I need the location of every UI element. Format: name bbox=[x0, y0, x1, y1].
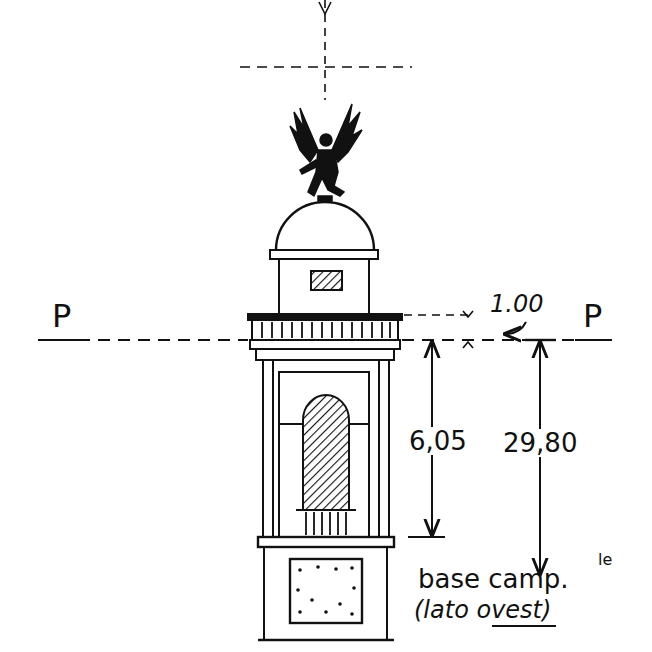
section-mark: P bbox=[583, 300, 602, 332]
angel-statue bbox=[290, 104, 362, 201]
reference-note: (lato ovest) bbox=[414, 598, 551, 622]
reference-note: base camp. bbox=[418, 566, 569, 592]
section-mark: P bbox=[52, 300, 71, 332]
reference-note: le bbox=[598, 552, 612, 568]
dimension-value: 1.00 bbox=[490, 292, 543, 316]
dimension-value: 29,80 bbox=[500, 429, 580, 457]
dimension-value: 6,05 bbox=[406, 427, 470, 455]
